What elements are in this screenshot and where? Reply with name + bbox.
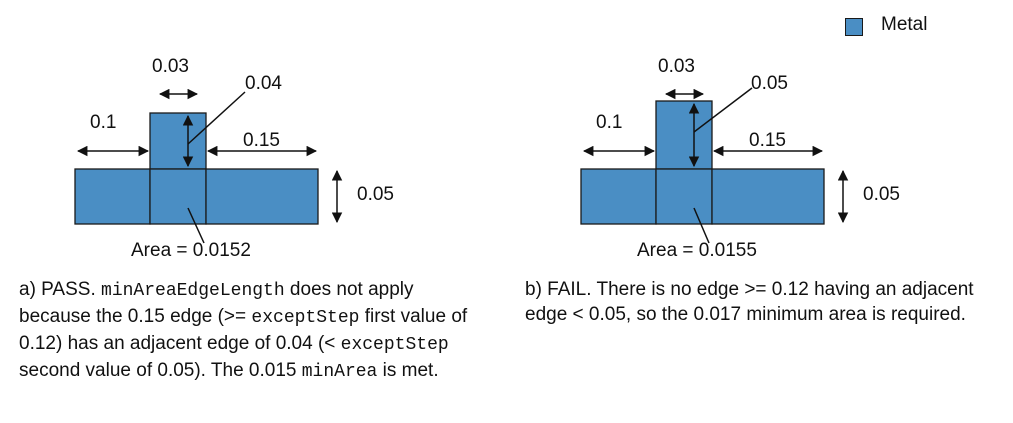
panel-a-caption: a) PASS. minAreaEdgeLength does not appl… [19,277,489,385]
panel-a-metal-base-center [149,168,207,225]
panel-a-area-leader [187,207,205,244]
panel-b-left-ext-label: 0.1 [596,112,622,133]
panel-a-right-ext-label: 0.15 [243,130,280,151]
panel-a-caption-code-4: minArea [301,362,378,382]
panel-b-shape [580,100,825,225]
panel-a-left-ext-label: 0.1 [90,112,116,133]
panel-a-shape [74,112,319,225]
panel-a-caption-code-3: exceptStep [340,335,449,355]
panel-a-metal-top [149,112,207,170]
panel-a-top-height-leader [187,91,246,145]
panel-a-caption-code-2: exceptStep [251,308,360,328]
panel-a-top-height-label: 0.04 [245,73,282,94]
panel-b-top-width-label: 0.03 [658,56,695,77]
panel-a-top-width-label: 0.03 [152,56,189,77]
panel-b-metal-base-right [711,168,825,225]
panel-a-caption-text-3: first value of 0.12) has an adjacent edg… [19,306,468,354]
legend-metal-swatch [845,18,863,36]
panel-b-area-leader [693,207,710,244]
panel-a-metal-base-left [74,168,151,225]
panel-a-caption-text-5: is met. [377,360,439,381]
panel-b-base-height-label: 0.05 [863,184,900,205]
legend-metal-label: Metal [881,14,928,35]
panel-a-caption-code-1: minAreaEdgeLength [101,281,285,301]
panel-b-top-height-leader [693,87,753,133]
panel-a-caption-text-1: a) PASS. [19,279,102,300]
panel-a-caption-text-2: does not apply because the 0.15 edge (>= [19,279,414,327]
panel-b-metal-base-center [655,168,713,225]
panel-b-area-label: Area = 0.0155 [637,240,757,261]
panel-b-metal-base-left [580,168,657,225]
panel-a-metal-base-right [205,168,319,225]
panel-b-right-ext-label: 0.15 [749,130,786,151]
panel-b-top-height-label: 0.05 [751,73,788,94]
panel-a-caption-text-4: second value of 0.05). The 0.015 [19,360,302,381]
panel-b-metal-top [655,100,713,170]
panel-b-caption: b) FAIL. There is no edge >= 0.12 having… [525,279,974,325]
panel-a-base-height-label: 0.05 [357,184,394,205]
panel-a-area-label: Area = 0.0152 [131,240,251,261]
